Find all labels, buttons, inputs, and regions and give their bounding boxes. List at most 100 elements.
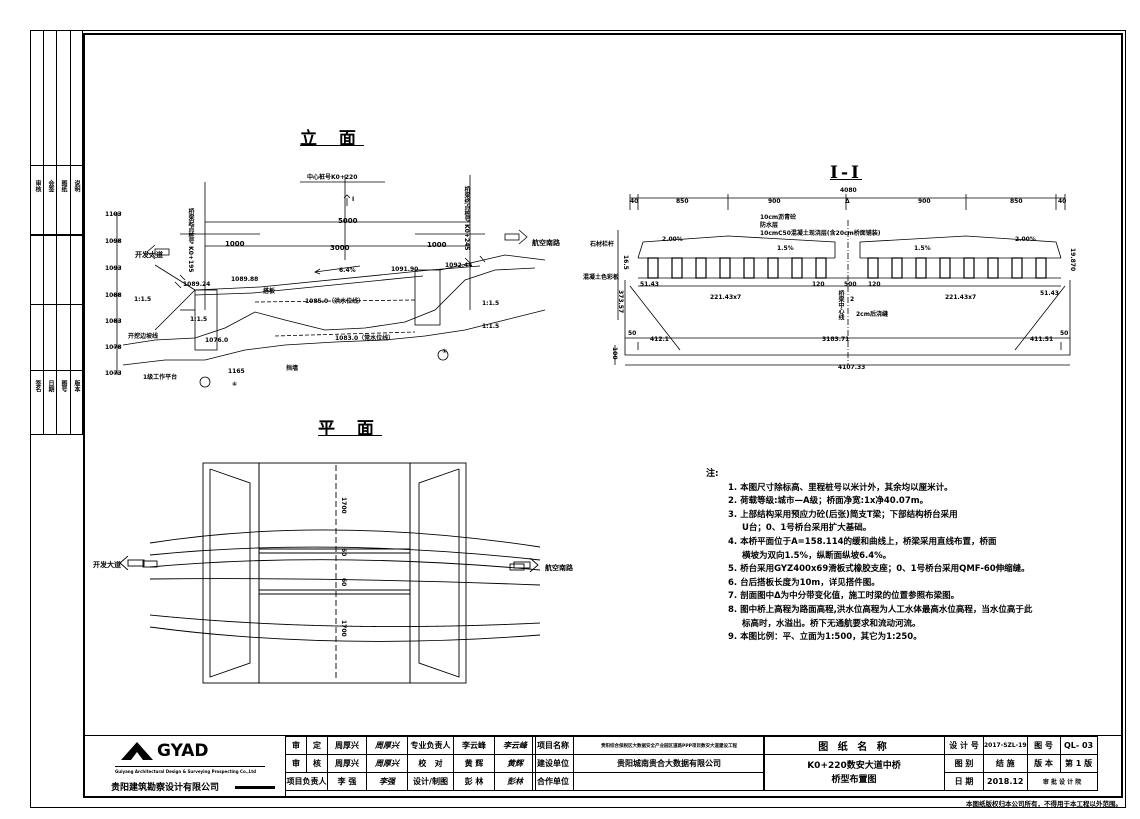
sig-r1-name2: 李云峰 bbox=[453, 736, 495, 755]
bot-dim-3: 411.51 bbox=[1030, 336, 1054, 343]
elev-dim-right: 1000 bbox=[427, 241, 447, 249]
plan-left-arrow bbox=[119, 556, 145, 570]
normal-level-label: 1083.0（常水位线） bbox=[335, 335, 395, 342]
section-dim-3: Δ bbox=[845, 198, 850, 205]
elevation-drawing bbox=[113, 175, 546, 388]
strip-label-7: 图号 bbox=[60, 380, 67, 392]
slope-mid-right: 1.5% bbox=[914, 245, 931, 252]
elev-dir-right: 航空南路 bbox=[532, 239, 560, 247]
section-dim-1: 850 bbox=[676, 198, 689, 205]
beam-dim-7: 2 bbox=[850, 296, 855, 303]
project-table: 项目名称 贵阳综合保税区大数据安全产业园区道路PPP项目数安大道建设工程 建设单… bbox=[532, 736, 765, 791]
strip-label-8: 版本 bbox=[73, 380, 80, 392]
sig-r3-name2: 彭 林 bbox=[453, 772, 495, 791]
misc-label-2: 1:1.5 bbox=[482, 300, 500, 307]
partner-name bbox=[573, 772, 765, 791]
misc-label-9: ① bbox=[442, 348, 448, 355]
strip-label-2: 会签 bbox=[47, 180, 54, 192]
beam-dim-4: 120 bbox=[868, 281, 881, 288]
beam-dim-1: 221.43x7 bbox=[710, 294, 742, 301]
fig-no: QL- 03 bbox=[1059, 736, 1098, 755]
section-dim-4: 900 bbox=[918, 198, 931, 205]
seal-label: 审 批 设 计 院 bbox=[1026, 772, 1098, 791]
sig-r3-name: 李 强 bbox=[327, 772, 367, 791]
slope-left: 2.00% bbox=[662, 236, 683, 243]
drawing-name-2: 桥型布置图 bbox=[831, 774, 877, 785]
sig-r1-c2: 定 bbox=[306, 736, 328, 755]
sig-r2-c2: 核 bbox=[306, 754, 328, 773]
sig-r2-name: 周厚兴 bbox=[327, 754, 367, 773]
elev-tick-4: 1083 bbox=[105, 318, 122, 325]
center-stake-label: 中心桩号K0+220 bbox=[307, 174, 358, 181]
drawing-name-label: 图 纸 名 称 bbox=[763, 736, 945, 755]
plan-dir-left: 开发大道 bbox=[93, 561, 121, 569]
plan-dir-right: 航空南路 bbox=[545, 564, 573, 572]
plan-dim-top: 1700 bbox=[340, 497, 347, 514]
logo-cell: GYAD Guiyang Architectural Design & Surv… bbox=[85, 736, 286, 797]
bot-dim-1: 412.1 bbox=[650, 336, 669, 343]
version: 第 1 版 bbox=[1059, 754, 1098, 773]
meta-table: 设 计 号 2017-SZL-19 图 号 QL- 03 图 别 结 施 版 本… bbox=[944, 736, 1098, 791]
note-3: 3. 上部结构采用预应力砼(后张)简支T梁；下部结构桥台采用 bbox=[728, 509, 958, 520]
flood-level-label: 1085.0（洪水位线） bbox=[305, 298, 365, 305]
layer-label-0: 10cm沥青砼 bbox=[760, 214, 797, 221]
version-label: 版 本 bbox=[1026, 754, 1061, 773]
note-4: 4. 本桥平面位于A=158.114的缓和曲线上，桥梁采用直线布置，桥面 bbox=[728, 536, 997, 547]
v-left-dim: 16.5 bbox=[622, 255, 629, 270]
slope-mid-left: 1.5% bbox=[777, 245, 794, 252]
sig-r2-signature: 周厚兴 bbox=[366, 754, 408, 773]
elev-tick-5: 1078 bbox=[105, 344, 122, 351]
elev-tick-0: 1103 bbox=[105, 211, 122, 218]
note-9: 9. 本图比例：平、立面为1:500，其它为1:250。 bbox=[728, 632, 922, 643]
section-total-width: 4080 bbox=[840, 187, 857, 194]
beam-dim-0: 51.43 bbox=[640, 281, 659, 288]
sig-r1-signature: 周厚兴 bbox=[366, 736, 408, 755]
note-1: 1. 本图尺寸除标高、里程桩号以米计外，其余均以厘米计。 bbox=[728, 482, 953, 493]
sig-r1-role: 专业负责人 bbox=[407, 736, 454, 755]
sig-r3-role: 项目负责人 bbox=[285, 772, 328, 791]
sig-r2-role-b: 对 bbox=[434, 759, 443, 768]
drawing-name-1: K0+220数安大道中桥 bbox=[807, 760, 901, 771]
grade-label: 6.4% bbox=[339, 267, 356, 274]
beam-dim-2: 120 bbox=[812, 281, 825, 288]
strip-label-6: 日期 bbox=[47, 380, 54, 392]
sig-r1-signature2: 李云峰 bbox=[494, 736, 536, 755]
copyright-note: 本图纸版权归本公司所有，不得用于本工程以外范围。 bbox=[966, 800, 1122, 808]
plan-drawing bbox=[142, 462, 541, 684]
notes: 注: 1. 本图尺寸除标高、里程桩号以米计外，其余均以厘米计。 2. 荷载等级:… bbox=[706, 468, 1106, 645]
slope-right: 2.00% bbox=[1015, 236, 1036, 243]
side-dim-left: 373.57 bbox=[617, 290, 624, 314]
design-no: 2017-SZL-19 bbox=[983, 736, 1028, 755]
stage: 结 施 bbox=[983, 754, 1028, 773]
layer-label-2: 10cmC50混凝土现浇层(含20cm桥面铺装) bbox=[760, 230, 881, 237]
drawing-frame bbox=[83, 33, 1123, 798]
section-dim-0: 40 bbox=[630, 198, 639, 205]
note-8-cont: 标高时，水溢出。桥下无通航要求和流动河流。 bbox=[742, 618, 921, 629]
sig-r2-role-a: 校 bbox=[418, 759, 427, 768]
sig-r2-role: 校 对 bbox=[407, 754, 454, 773]
misc-label-3: 1:1.5 bbox=[482, 323, 500, 330]
misc-label-5: 开挖边坡线 bbox=[128, 333, 159, 340]
elev-label-0: 1089.24 bbox=[183, 281, 211, 288]
sig-r2-signature2: 黄辉 bbox=[494, 754, 536, 773]
beam-dim-3: 500 bbox=[844, 281, 857, 288]
title-block: GYAD Guiyang Architectural Design & Surv… bbox=[85, 735, 1123, 797]
stage-label: 图 别 bbox=[944, 754, 984, 773]
builder-label: 建设单位 bbox=[532, 754, 574, 773]
design-no-label: 设 计 号 bbox=[944, 736, 984, 755]
drawing-name-cell: K0+220数安大道中桥 桥型布置图 bbox=[763, 754, 945, 791]
section-mark: I bbox=[352, 196, 355, 203]
sig-r2-name2: 黄 辉 bbox=[453, 754, 495, 773]
joint-label: 2cm后浇缝 bbox=[856, 311, 888, 318]
sig-r3-signature: 李强 bbox=[366, 772, 408, 791]
railing-label: 石材栏杆 bbox=[590, 241, 615, 248]
layer-label-1: 防水层 bbox=[760, 222, 779, 229]
project-name: 贵阳综合保税区大数据安全产业园区道路PPP项目数安大道建设工程 bbox=[573, 736, 765, 755]
strip-label-3: 图纸 bbox=[60, 180, 67, 192]
notes-heading: 注: bbox=[706, 469, 719, 479]
note-4-cont: 横坡为双向1.5%，纵断面纵坡6.4%。 bbox=[742, 550, 892, 561]
elev-dir-left: 开发大道 bbox=[135, 251, 163, 259]
sig-r1-c1: 审 bbox=[285, 736, 307, 755]
sig-r3-role2: 设计/制图 bbox=[407, 772, 454, 791]
note-5: 5. 桥台采用GYZ400x69滑板式橡胶支座；0、1号桥台采用QMF-60伸缩… bbox=[728, 564, 1030, 575]
